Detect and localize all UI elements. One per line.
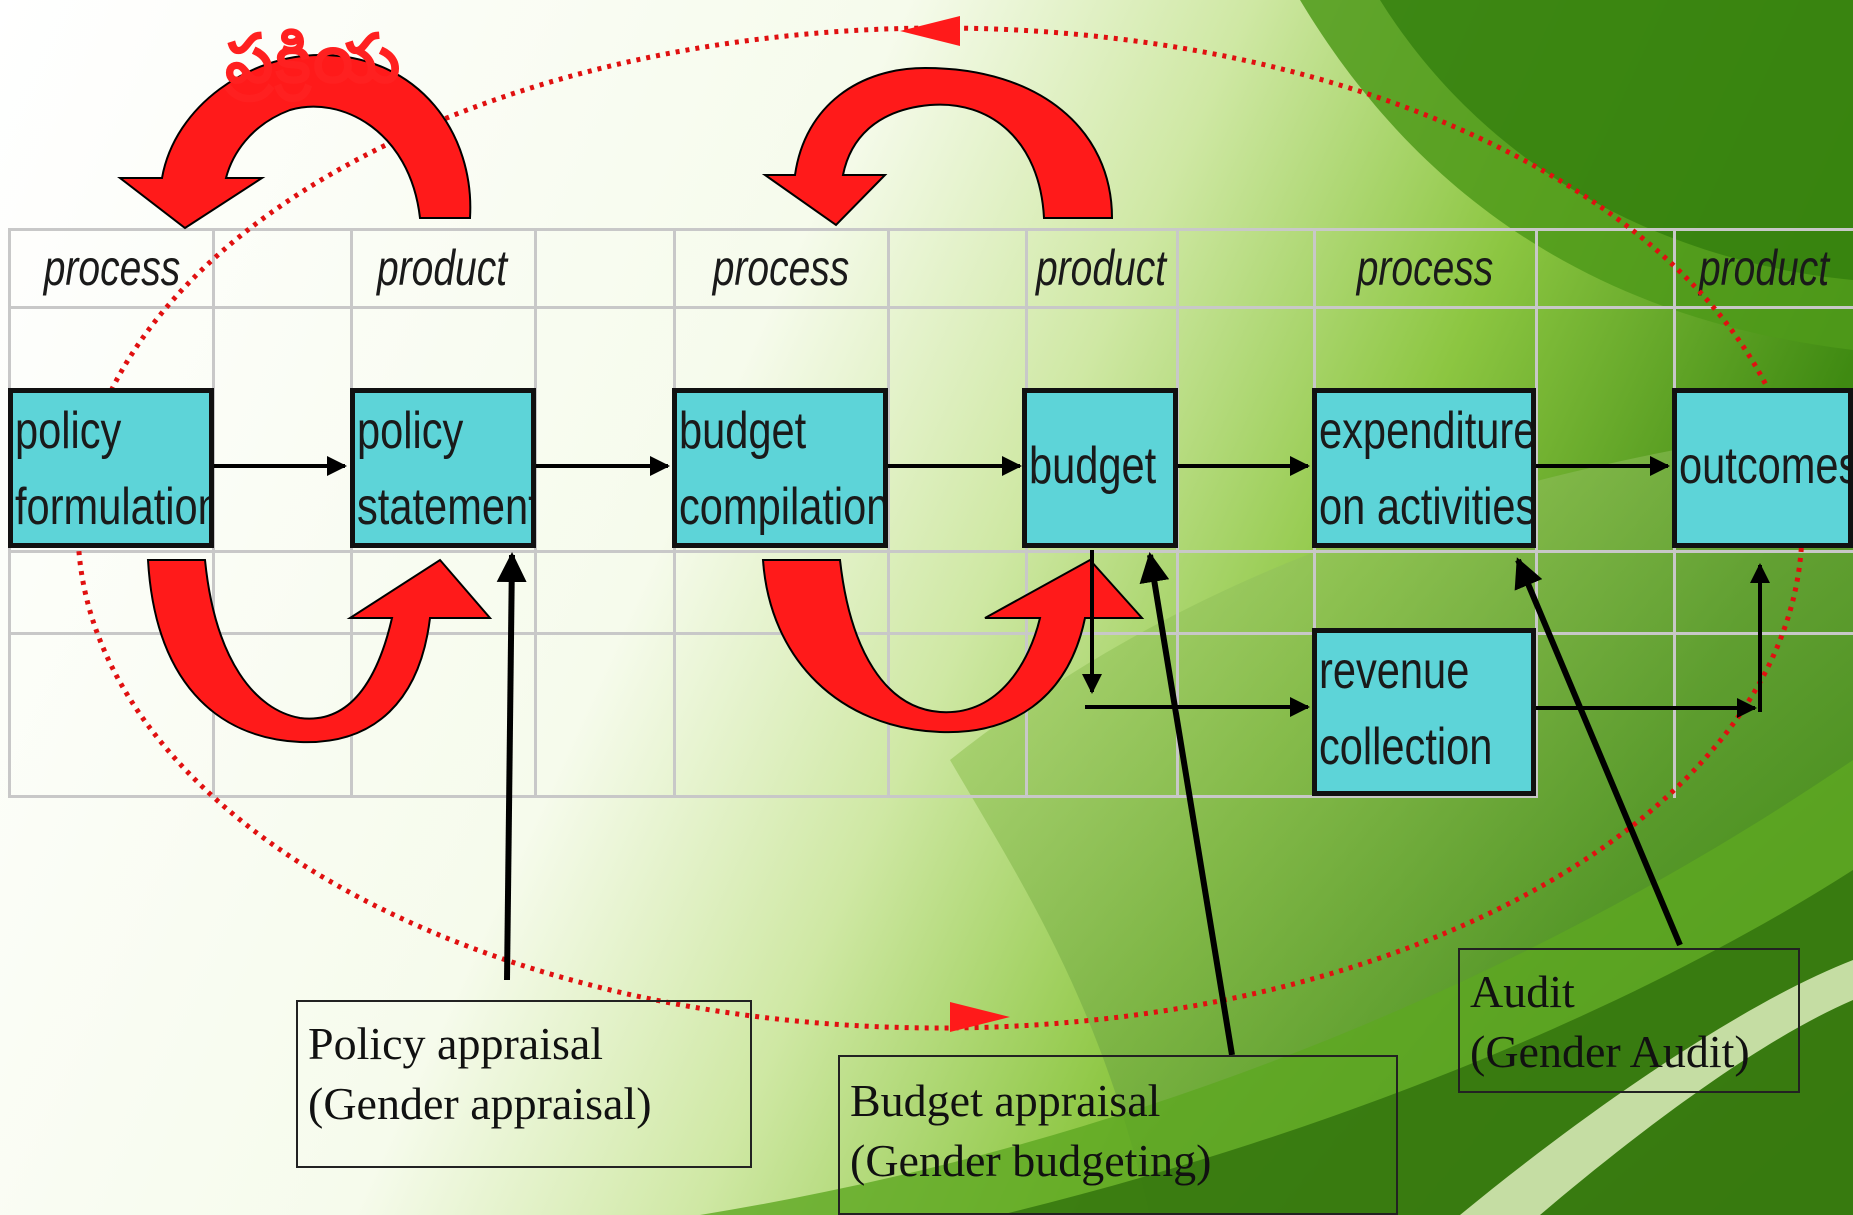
- grid-line: [1535, 228, 1538, 798]
- cycle-arrow-top-left: [117, 53, 472, 230]
- header-product-1: product: [376, 240, 508, 296]
- policy-appraisal-pointer: [496, 552, 527, 981]
- header-process-2: process: [712, 240, 850, 296]
- header-product-3: product: [1698, 240, 1830, 296]
- label-policy-appraisal: Policy appraisal(Gender appraisal): [296, 1000, 752, 1168]
- grid-line: [8, 550, 1853, 553]
- label-audit: Audit(Gender Audit): [1458, 948, 1800, 1093]
- ellipse-arrow-bottom: [950, 1002, 1010, 1032]
- grid-line: [8, 228, 1853, 231]
- grid-line: [8, 306, 1853, 309]
- header-process-3: process: [1356, 240, 1494, 296]
- box-budget: budget: [1022, 388, 1178, 548]
- cycle-arrow-top-middle: [761, 66, 1114, 227]
- cycle-arrow-bottom-middle: [761, 558, 1145, 734]
- slide-title: ప్రక్రియ: [225, 20, 403, 99]
- header-product-2: product: [1035, 240, 1167, 296]
- cycle-arrow-bottom-left: [146, 558, 493, 744]
- box-outcomes: outcomes: [1672, 388, 1853, 548]
- audit-pointer: [1514, 557, 1683, 947]
- grid-line: [8, 795, 1538, 798]
- label-budget-appraisal: Budget appraisal(Gender budgeting): [838, 1055, 1398, 1215]
- grid-line: [887, 228, 890, 798]
- ellipse-arrow-top: [900, 16, 960, 46]
- grid-line: [8, 632, 1853, 635]
- header-process-1: process: [43, 240, 181, 296]
- cycle-ellipse: [75, 25, 1805, 1031]
- budget-appraisal-pointer: [1139, 552, 1235, 1056]
